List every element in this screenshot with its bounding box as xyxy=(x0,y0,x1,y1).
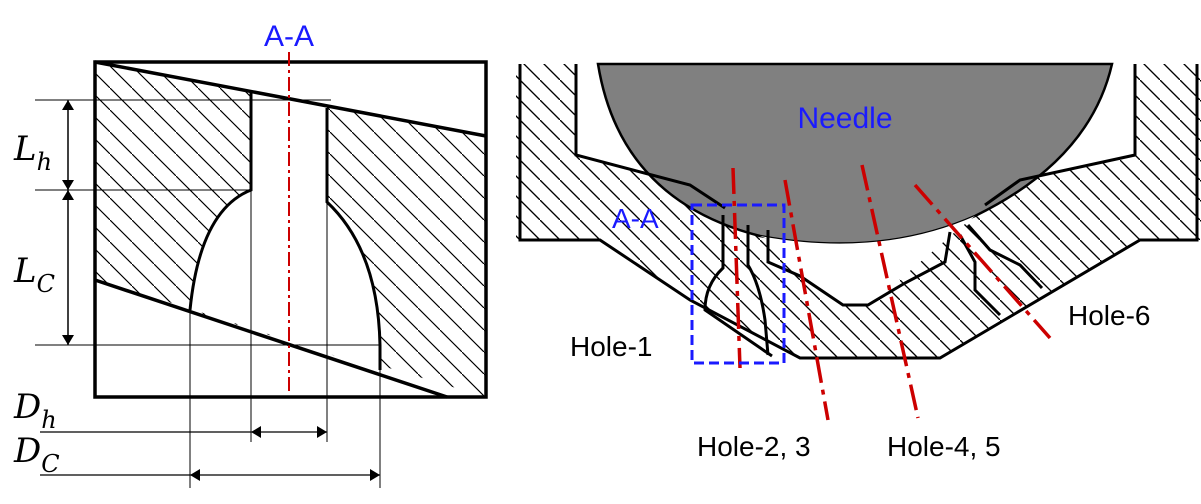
dh-arrow-left xyxy=(251,426,261,438)
hole-6-upper-wall xyxy=(966,224,1044,290)
dc-arrow-right xyxy=(370,469,380,481)
section-box xyxy=(690,203,786,365)
left-hatched-wall xyxy=(95,62,486,397)
hole-1-left-wall xyxy=(703,215,773,358)
lc-arrow-bottom xyxy=(62,335,74,345)
hole-6-label: Hole-6 xyxy=(1068,300,1150,331)
right-nozzle-figure xyxy=(516,62,1201,421)
hole-4-5-label: Hole-4, 5 xyxy=(887,431,1001,462)
lh-arrow-top xyxy=(62,100,74,110)
left-section-figure: A-A Lh LC Dh DC xyxy=(13,20,488,488)
hole-2-3-label: Hole-2, 3 xyxy=(697,431,811,462)
nozzle-body-hatch xyxy=(516,64,1201,358)
lc-arrow-top xyxy=(62,190,74,200)
nozzle-outer-outline xyxy=(518,64,1199,360)
lc-label: LC xyxy=(13,251,55,298)
hole-4-5-axis xyxy=(860,164,920,419)
hole-1-label: Hole-1 xyxy=(570,331,652,362)
lh-arrow-bottom xyxy=(62,180,74,190)
left-hole-void xyxy=(191,93,379,370)
dh-arrow-right xyxy=(317,426,327,438)
section-box-label: A-A xyxy=(612,203,659,234)
left-chamber-wall-right xyxy=(325,108,382,370)
dh-label: Dh xyxy=(13,387,57,434)
sac-outline xyxy=(766,230,952,307)
left-frame xyxy=(93,60,488,399)
dc-label: DC xyxy=(13,431,60,478)
dc-arrow-left xyxy=(190,469,200,481)
hole-1-right-wall xyxy=(746,225,770,356)
hole-2-3-axis xyxy=(783,179,830,421)
left-top-surface xyxy=(94,60,487,138)
seat-right xyxy=(984,64,1137,207)
sac-void xyxy=(760,216,975,305)
section-label-aa: A-A xyxy=(264,20,314,53)
left-chamber-wall-left xyxy=(188,92,253,311)
needle-label: Needle xyxy=(797,102,892,135)
left-bottom-surface xyxy=(94,278,448,399)
hole-6-lower-wall xyxy=(958,234,1002,317)
seat-left xyxy=(574,64,726,210)
hole-1-axis xyxy=(731,167,742,369)
lh-label: Lh xyxy=(13,129,52,176)
hole-6-axis xyxy=(913,183,1052,340)
